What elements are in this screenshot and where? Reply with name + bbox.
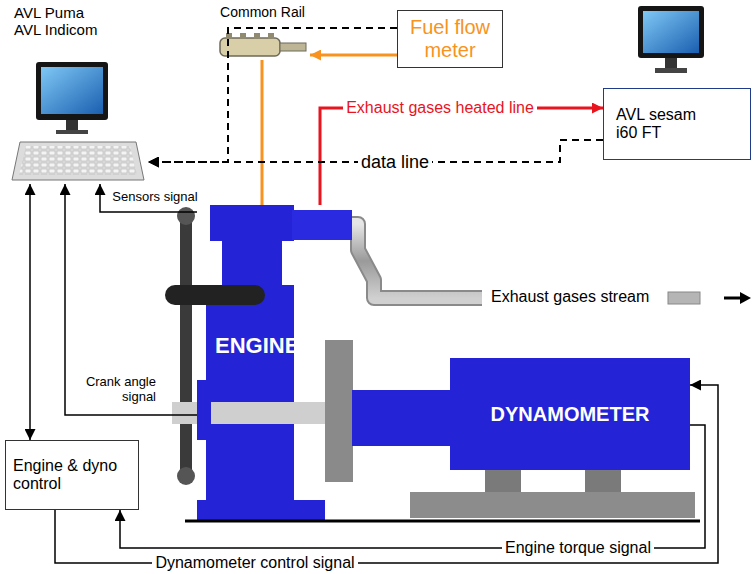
node-label: AVL sesam i60 FT [616, 106, 716, 143]
signal-connector [55, 385, 718, 563]
node-label: ENGINE [215, 333, 299, 358]
stream-label: Exhaust gases stream [488, 288, 652, 306]
signal-connector [29, 184, 31, 440]
node-label: DYNAMOMETER [491, 403, 650, 426]
signal-connector [310, 54, 397, 57]
signal-connector [320, 108, 603, 205]
node-label: AVL Puma AVL Indicom [14, 4, 106, 39]
signal-label: Exhaust gases heated line [343, 99, 537, 117]
control-box: Engine & dyno control [5, 440, 139, 510]
analyzer-box: AVL sesam i60 FT [603, 88, 751, 160]
flow-meter-box: Fuel flow meter [397, 10, 503, 68]
node-label: Fuel flow meter [405, 16, 495, 62]
common-rail-node: Common Rail [215, 2, 310, 60]
signal-connector [148, 28, 397, 162]
signal-label: data line [358, 152, 432, 173]
analyzer-monitor-icon [638, 6, 704, 73]
node-label: Common Rail [220, 4, 305, 20]
engine-illustration [165, 205, 452, 520]
engine-block: ENGINE [197, 205, 352, 520]
signal-label: Dynamometer control signal [152, 554, 357, 572]
computer-node: AVL Puma AVL Indicom [8, 2, 148, 184]
computer-icon [12, 62, 144, 180]
signal-connector [261, 60, 264, 205]
node-label: Engine & dyno control [13, 457, 131, 494]
signal-label: Sensors signal [109, 190, 200, 205]
dynamometer-box: DYNAMOMETER [450, 358, 690, 470]
signal-connector [65, 184, 197, 415]
common-rail-icon [220, 33, 306, 56]
signal-label: Crank angle signal [71, 375, 159, 405]
signal-label: Engine torque signal [502, 539, 654, 557]
dynamometer-base [185, 470, 700, 521]
